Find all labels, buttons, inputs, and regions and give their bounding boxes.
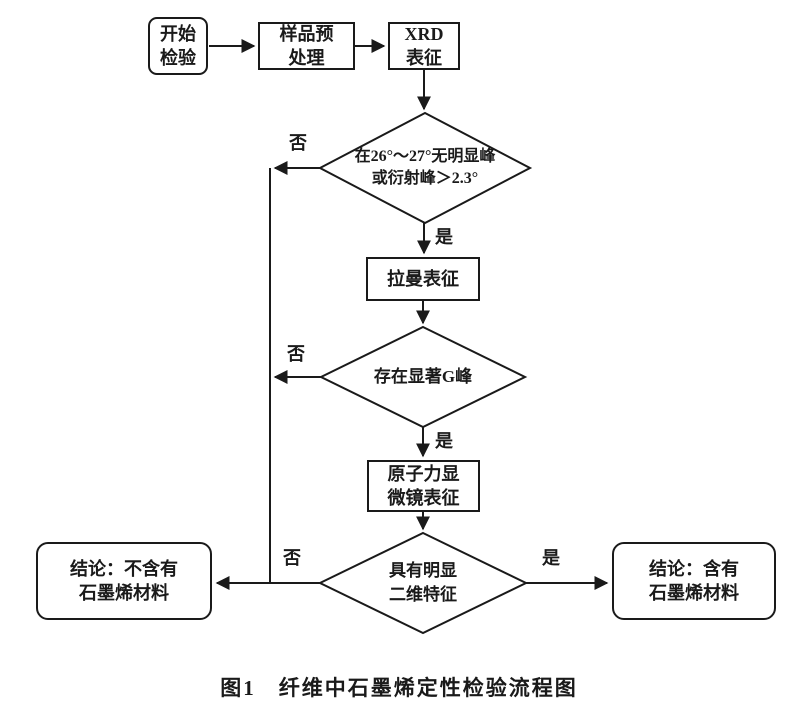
conclusion-negative-node: 结论：不含有 石墨烯材料 <box>36 542 212 620</box>
raman-node: 拉曼表征 <box>366 257 480 301</box>
edge-label-yes-2: 是 <box>433 431 455 451</box>
xrd-node: XRD 表征 <box>388 22 460 70</box>
edge-label-no-1: 否 <box>287 133 309 153</box>
xrd-decision-node: 在26°～27°无明显峰 或衍射峰＞2.3° <box>354 147 496 187</box>
edge-label-yes-3: 是 <box>540 548 562 568</box>
afm-node: 原子力显 微镜表征 <box>367 460 480 512</box>
conclusion-positive-node: 结论：含有 石墨烯材料 <box>612 542 776 620</box>
start-node: 开始 检验 <box>148 17 208 75</box>
edge-label-no-2: 否 <box>285 344 307 364</box>
g-peak-decision-node: 存在显著G峰 <box>373 367 473 387</box>
pretreatment-node: 样品预 处理 <box>258 22 355 70</box>
edge-label-yes-1: 是 <box>433 227 455 247</box>
edge-label-no-3: 否 <box>281 548 303 568</box>
figure-caption: 图1 纤维中石墨烯定性检验流程图 <box>220 676 578 700</box>
two-d-decision-node: 具有明显 二维特征 <box>389 561 457 604</box>
